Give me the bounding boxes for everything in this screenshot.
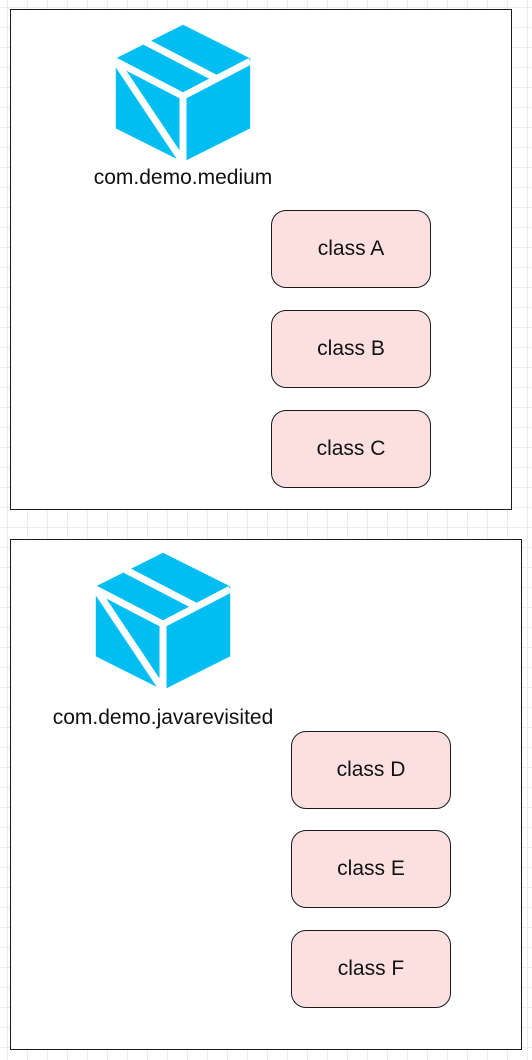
class-node[interactable]: class C bbox=[271, 410, 431, 488]
package-name: com.demo.javarevisited bbox=[52, 706, 274, 729]
class-node[interactable]: class E bbox=[291, 830, 451, 908]
class-node[interactable]: class D bbox=[291, 731, 451, 809]
package-box-icon bbox=[112, 24, 252, 162]
class-node[interactable]: class F bbox=[291, 930, 451, 1008]
package-container-javarevisited[interactable]: com.demo.javarevisited class D class E c… bbox=[10, 539, 522, 1050]
package-container-medium[interactable]: com.demo.medium class A class B class C bbox=[10, 9, 512, 510]
package-box-icon bbox=[92, 552, 232, 690]
class-node[interactable]: class B bbox=[271, 310, 431, 388]
class-node[interactable]: class A bbox=[271, 210, 431, 288]
package-name: com.demo.medium bbox=[93, 166, 273, 189]
